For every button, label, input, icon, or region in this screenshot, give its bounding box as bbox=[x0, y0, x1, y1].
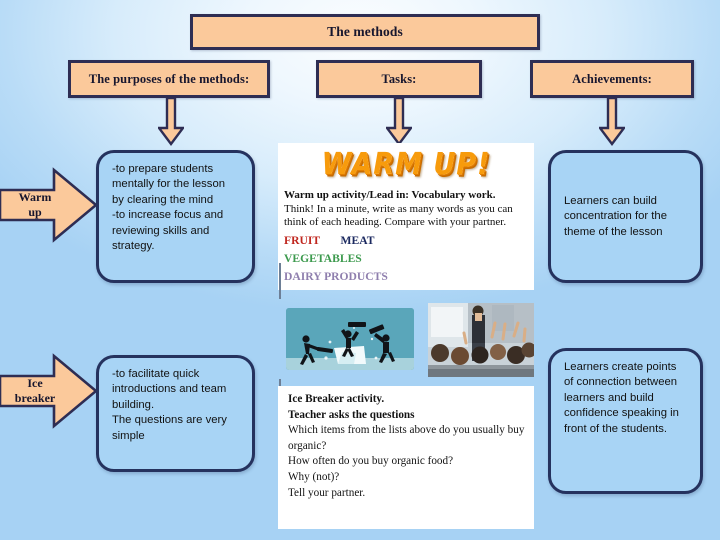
column-header-purposes: The purposes of the methods: bbox=[68, 60, 270, 98]
ice-breaker-question-4: Tell your partner. bbox=[288, 486, 366, 499]
column-header-purposes-label: The purposes of the methods: bbox=[88, 71, 250, 86]
vocabulary-heading: Warm up activity/Lead in: Vocabulary wor… bbox=[284, 189, 496, 201]
achievement-card-ice-breaker: Learners create points of connection bet… bbox=[548, 348, 703, 494]
ice-breaker-subheading: Teacher asks the questions bbox=[288, 408, 415, 421]
purpose-warm-up-line-2: -to increase focus and reviewing skills … bbox=[112, 209, 224, 253]
warm-up-wordart-banner: WARM UP! bbox=[278, 143, 534, 185]
vocabulary-category-vegetables: VEGETABLES bbox=[284, 251, 362, 265]
achievement-card-warm-up: Learners can build concentration for the… bbox=[548, 150, 703, 283]
ice-breaker-question-1: Which items from the lists above do you … bbox=[288, 424, 525, 452]
ice-breaking-illustration bbox=[286, 308, 414, 370]
slide-title-box: The methods bbox=[190, 14, 540, 50]
vocabulary-category-row-1: FRUIT MEAT bbox=[284, 231, 528, 249]
classroom-photo-art bbox=[428, 303, 534, 377]
vocabulary-body: Think! In a minute, write as many words … bbox=[284, 202, 513, 229]
vocabulary-category-fruit: FRUIT bbox=[284, 233, 321, 247]
ice-breaker-question-2: How often do you buy organic food? bbox=[288, 455, 454, 468]
vocabulary-category-row-3: DAIRY PRODUCTS bbox=[284, 267, 528, 285]
column-header-tasks: Tasks: bbox=[316, 60, 482, 98]
column-header-achievements: Achievements: bbox=[530, 60, 694, 98]
right-arrow-icon-warm-up bbox=[0, 167, 99, 243]
purpose-ice-breaker-line-2: The questions are very simple bbox=[112, 414, 227, 442]
page-title: The methods bbox=[327, 24, 403, 39]
right-arrow-icon-ice-breaker bbox=[0, 353, 99, 429]
method-label-arrow-warm-up: Warm up bbox=[0, 166, 99, 244]
achievement-ice-breaker-text: Learners create points of connection bet… bbox=[564, 361, 679, 435]
classroom-photo bbox=[428, 303, 534, 377]
down-arrow-icon-tasks bbox=[386, 98, 412, 146]
purpose-ice-breaker-line-1: -to facilitate quick introductions and t… bbox=[112, 368, 227, 411]
vocabulary-category-meat: MEAT bbox=[340, 233, 375, 247]
column-header-tasks-label: Tasks: bbox=[381, 71, 417, 86]
ice-breaking-illustration-art bbox=[286, 308, 414, 370]
vocabulary-category-row-2: VEGETABLES bbox=[284, 249, 528, 267]
purpose-warm-up-line-1: -to prepare students mentally for the le… bbox=[112, 163, 226, 206]
vocabulary-task-card: Warm up activity/Lead in: Vocabulary wor… bbox=[278, 185, 534, 290]
achievement-warm-up-text: Learners can build concentration for the… bbox=[564, 194, 667, 238]
column-header-achievements-label: Achievements: bbox=[572, 71, 652, 86]
ice-breaker-heading: Ice Breaker activity. bbox=[288, 393, 385, 405]
vocabulary-category-dairy-products: DAIRY PRODUCTS bbox=[284, 269, 388, 283]
purpose-card-ice-breaker: -to facilitate quick introductions and t… bbox=[96, 355, 255, 472]
down-arrow-icon-purposes bbox=[158, 98, 184, 146]
purpose-card-warm-up: -to prepare students mentally for the le… bbox=[96, 150, 255, 283]
ice-breaker-question-3: Why (not)? bbox=[288, 470, 340, 483]
down-arrow-icon-achievements bbox=[599, 98, 625, 146]
tasks-photo-row bbox=[278, 303, 534, 378]
tasks-column: WARM UP! Warm up activity/Lead in: Vocab… bbox=[278, 143, 536, 529]
vertical-rule-upper bbox=[279, 263, 281, 299]
method-label-arrow-ice-breaker: Ice breaker bbox=[0, 352, 99, 430]
ice-breaker-task-card: Ice Breaker activity. Teacher asks the q… bbox=[278, 386, 534, 529]
warm-up-wordart-text: WARM UP! bbox=[321, 146, 491, 183]
